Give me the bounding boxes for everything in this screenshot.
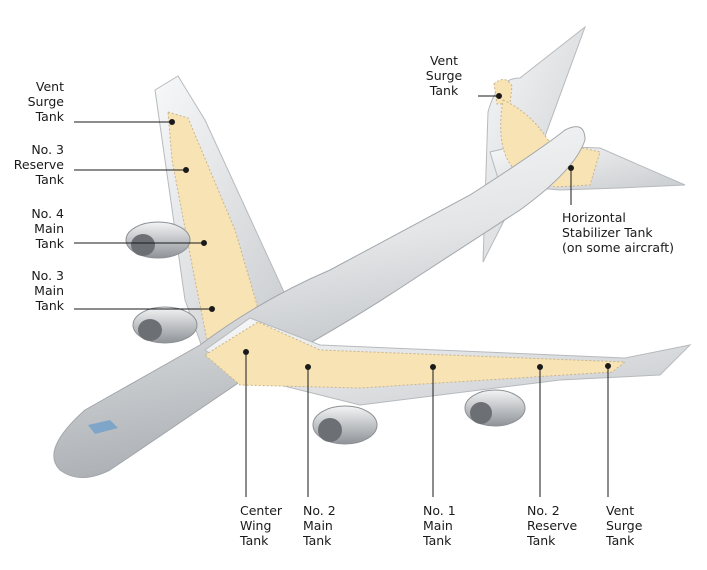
- label-horizontal-stabilizer-tank: Horizontal Stabilizer Tank (on some airc…: [562, 210, 675, 255]
- label-left-no3-reserve-tank: No. 3 Reserve Tank: [13, 142, 64, 187]
- label-left-vent-surge-tank: Vent Surge Tank: [27, 79, 64, 124]
- engine-intake: [138, 319, 162, 341]
- engine-intake: [470, 402, 492, 424]
- leader-lines: [74, 93, 611, 497]
- label-bottom-vent-surge-tank: Vent Surge Tank: [606, 503, 643, 548]
- near-wing-fuel-tank: [204, 321, 627, 389]
- cockpit-window: [88, 420, 118, 434]
- label-bottom-no2-reserve-tank: No. 2 Reserve Tank: [527, 503, 578, 548]
- engine-intake: [318, 418, 342, 442]
- label-top-vent-surge-tank: Vent Surge Tank: [425, 53, 463, 98]
- label-bottom-center-wing-tank: Center Wing Tank: [240, 503, 283, 548]
- engine-intake: [131, 234, 155, 256]
- label-bottom-no2-main-tank: No. 2 Main Tank: [303, 503, 336, 548]
- label-left-no3-main-tank: No. 3 Main Tank: [31, 268, 64, 313]
- label-bottom-no1-main-tank: No. 1 Main Tank: [423, 503, 456, 548]
- label-left-no4-main-tank: No. 4 Main Tank: [31, 206, 64, 251]
